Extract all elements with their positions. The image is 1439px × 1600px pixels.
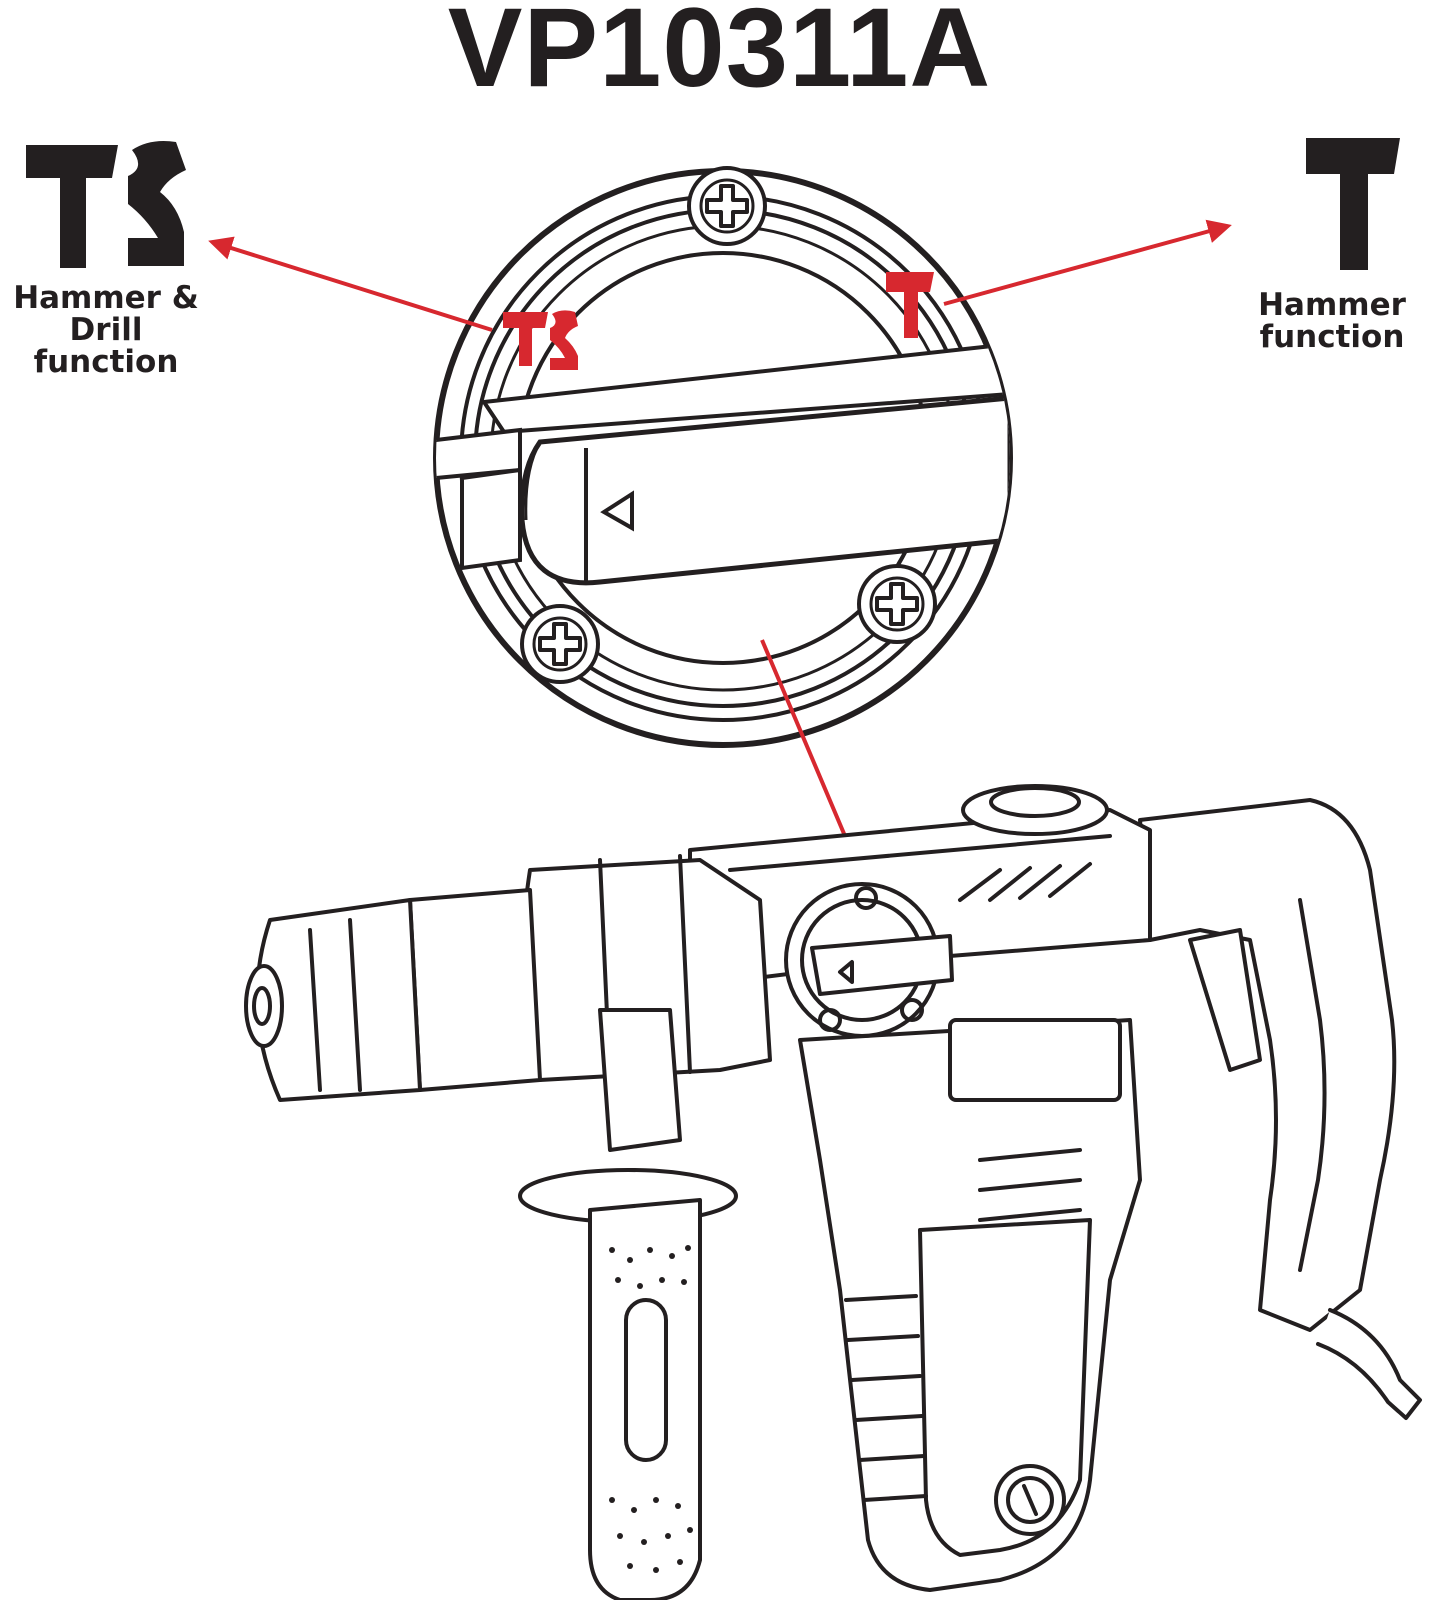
rotary-hammer-drill-illustration [244, 784, 1422, 1600]
page-title: VP10311A [447, 0, 992, 110]
arrow-to-hammer-drill [208, 236, 493, 332]
dial-hammer-drill-mark [503, 310, 578, 370]
arrow-to-hammer [943, 219, 1232, 306]
hammer-drill-label-line-2: Drill function [33, 312, 179, 380]
hammer-function-label: Hammer function [1232, 289, 1432, 353]
hammer-drill-icon [26, 141, 186, 268]
hammer-drill-function-label: Hammer & Drill function [0, 282, 216, 378]
dial-indicator-triangle [600, 490, 634, 532]
hammer-drill-label-line-1: Hammer & [13, 280, 199, 316]
dial-mode-markings [503, 272, 934, 370]
hammer-label-line-1: Hammer [1258, 287, 1406, 323]
dial-hammer-mark [886, 272, 934, 338]
mode-selector-dial-detail [433, 166, 1013, 748]
hammer-label-line-2: function [1259, 319, 1405, 355]
hammer-icon [1306, 138, 1400, 270]
